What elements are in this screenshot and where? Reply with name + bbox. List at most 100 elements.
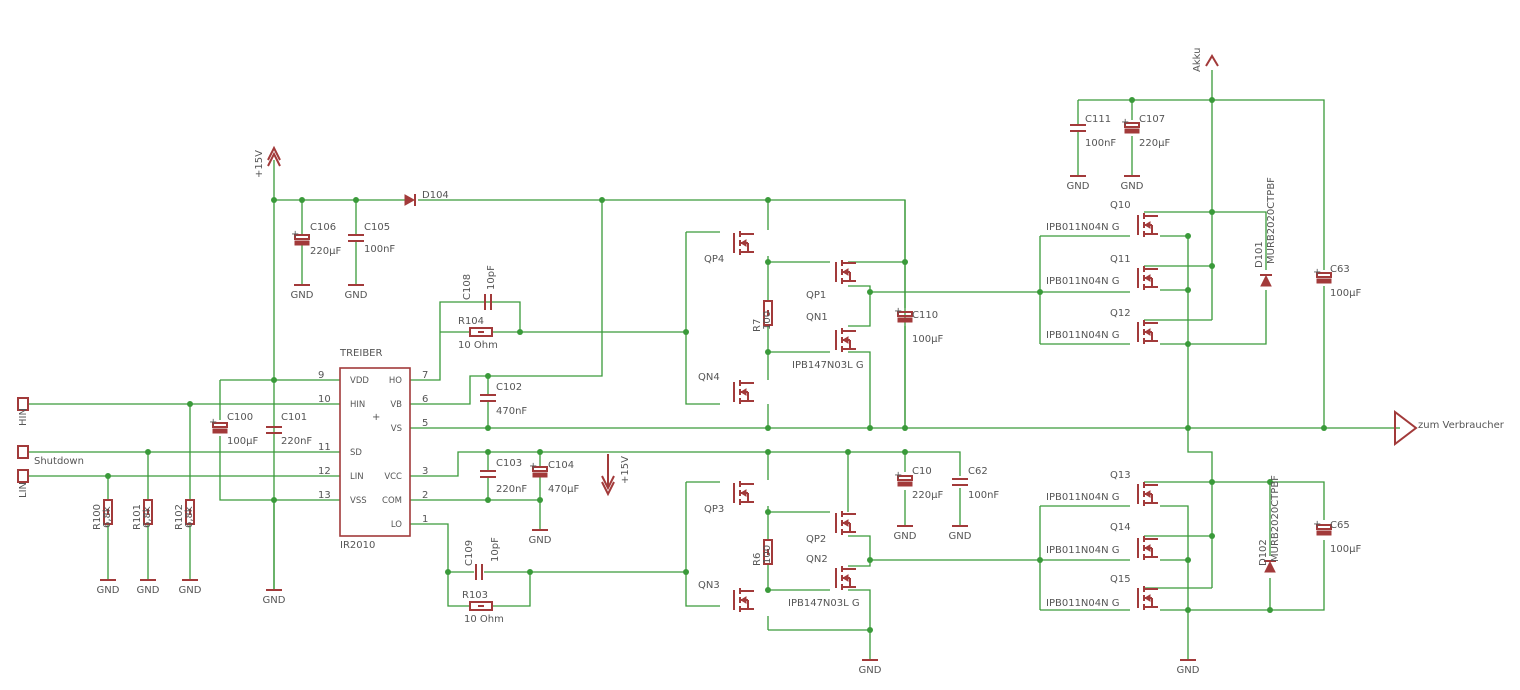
capacitor-ref: C10 [912, 466, 932, 477]
ic-pin-number: 1 [422, 514, 428, 525]
ic-pin-name: LO [391, 520, 402, 530]
capacitor-ref: C105 [364, 222, 390, 233]
capacitor-c10[interactable]: + C10 220µF [894, 466, 943, 501]
resistor-value: 6,8k [142, 506, 153, 528]
transistor-qp2[interactable]: QP2 [806, 511, 856, 545]
gnd-label: GND [291, 290, 314, 301]
connector-hin[interactable]: HIN [17, 397, 29, 426]
ic-pin-number: 10 [318, 394, 331, 405]
ic-pin-number: 5 [422, 418, 428, 429]
polarity-mark: + [1313, 267, 1321, 278]
transistor-ref: Q13 [1110, 470, 1131, 481]
supply-akku: Akku [1192, 48, 1219, 72]
connector-shutdown[interactable]: Shutdown [17, 445, 84, 467]
transistor-value: IPB011N04N G [1046, 330, 1120, 341]
capacitor-value: 100µF [1330, 544, 1361, 555]
transistor-value: IPB011N04N G [1046, 545, 1120, 556]
transistor-qp1[interactable]: QP1 [806, 260, 856, 301]
resistor-ref: R104 [458, 316, 484, 327]
gnd-symbol: GND [949, 525, 972, 542]
transistor-ref: Q12 [1110, 308, 1131, 319]
connector-lin-label: LIN [18, 482, 29, 498]
capacitor-value: 470nF [496, 406, 527, 417]
resistor-ref: R100 [92, 504, 103, 530]
transistor-ref: Q10 [1110, 200, 1131, 211]
ic-pin-name: VDD [350, 376, 369, 386]
capacitor-ref: C106 [310, 222, 336, 233]
gnd-label: GND [1121, 181, 1144, 192]
ic-title: TREIBER [339, 348, 383, 359]
transistor-value: IPB147N03L G [788, 598, 860, 609]
diode-ref: D101 [1254, 241, 1265, 268]
capacitor-value: 470µF [548, 484, 579, 495]
gnd-label: GND [345, 290, 368, 301]
ic-pin-number: 3 [422, 466, 428, 477]
transistor-qn3[interactable]: QN3 [698, 580, 754, 612]
transistor-ref: QP1 [806, 290, 826, 301]
capacitor-value: 220µF [1139, 138, 1170, 149]
polarity-mark: + [894, 306, 902, 317]
output-label: zum Verbraucher [1418, 420, 1505, 431]
transistor-qp3[interactable]: QP3 [704, 481, 754, 515]
capacitor-ref: C100 [227, 412, 253, 423]
ic-dot: + [372, 412, 380, 423]
transistor-ref: QP4 [704, 254, 724, 265]
ic-pin-name: LIN [350, 472, 364, 482]
gnd-symbol: GND [859, 659, 882, 676]
polarity-mark: + [1121, 117, 1129, 128]
gnd-symbol: GND [97, 579, 120, 596]
capacitor-ref: C108 [462, 274, 473, 300]
gnd-label: GND [179, 585, 202, 596]
transistor-value: IPB011N04N G [1046, 276, 1120, 287]
gnd-label: GND [894, 531, 917, 542]
ic-pin-name: VS [391, 424, 402, 434]
transistor-qn4[interactable]: QN4 [698, 372, 754, 404]
connector-lin[interactable]: LIN [17, 469, 29, 498]
gnd-symbol: GND [137, 579, 160, 596]
gnd-symbol: GND [345, 284, 368, 301]
diode-d104[interactable]: D104 [404, 190, 449, 206]
polarity-mark: + [894, 470, 902, 481]
transistor-qp4[interactable]: QP4 [704, 231, 754, 265]
capacitor-value: 100µF [227, 436, 258, 447]
ic-pin-name: COM [382, 496, 402, 506]
capacitor-value: 220µF [912, 490, 943, 501]
wires [28, 70, 1400, 660]
diode-value: MURB2020CTPBF [1266, 177, 1277, 264]
transistor-value: IPB011N04N G [1046, 598, 1120, 609]
